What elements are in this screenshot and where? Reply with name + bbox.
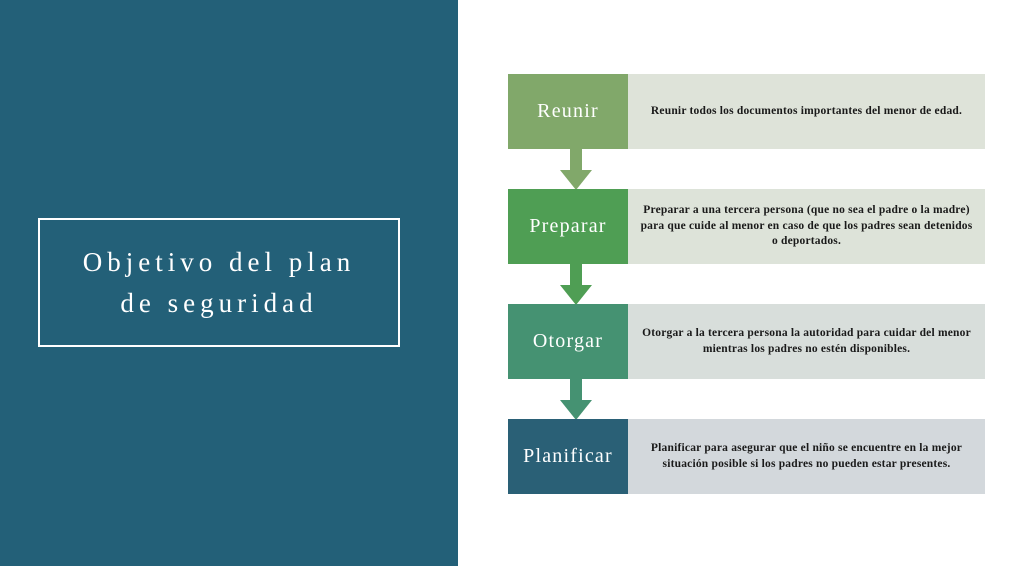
flow-step-description-text: Preparar a una tercera persona (que no s… <box>640 204 973 248</box>
flow-step-label[interactable]: Otorgar <box>508 304 628 379</box>
flow-step-label[interactable]: Reunir <box>508 74 628 149</box>
flow-connector-arrow-down-icon <box>560 379 592 420</box>
flow-step-description-panel: Preparar a una tercera persona (que no s… <box>628 189 985 264</box>
flow-step-description-text: Planificar para asegurar que el niño se … <box>650 441 963 470</box>
flow-step-description-panel: Reunir todos los documentos importantes … <box>628 74 985 149</box>
flow-connector-arrow-down-icon <box>560 149 592 190</box>
flow-step-row: Otorgar Otorgar a la tercera persona la a… <box>508 304 985 379</box>
arrow-head <box>560 285 592 305</box>
left-title-panel: Objetivo del plan de seguridad <box>0 0 458 566</box>
flow-step-description-panel: Otorgar a la tercera persona la autorida… <box>628 304 985 379</box>
flow-step-description-text: Otorgar a la tercera persona la autorida… <box>642 326 971 355</box>
arrow-stem <box>570 264 582 287</box>
flow-step-description-text: Reunir todos los documentos importantes … <box>650 104 963 117</box>
flow-step-label[interactable]: Planificar <box>508 419 628 494</box>
flow-chart: Reunir Reunir todos los documentos import… <box>508 74 985 494</box>
arrow-head <box>560 400 592 420</box>
flow-step-row: Planificar Planificar para asegurar que e… <box>508 419 985 494</box>
flow-step-description-panel: Planificar para asegurar que el niño se … <box>628 419 985 494</box>
title-frame: Objetivo del plan de seguridad <box>38 218 400 347</box>
page-title: Objetivo del plan de seguridad <box>82 247 356 318</box>
arrow-head <box>560 170 592 190</box>
flow-connector-arrow-down-icon <box>560 264 592 305</box>
flow-step-label[interactable]: Preparar <box>508 189 628 264</box>
arrow-stem <box>570 149 582 172</box>
arrow-stem <box>570 379 582 402</box>
flow-step-row: Preparar Preparar a una tercera persona (… <box>508 189 985 264</box>
flow-step-row: Reunir Reunir todos los documentos import… <box>508 74 985 149</box>
